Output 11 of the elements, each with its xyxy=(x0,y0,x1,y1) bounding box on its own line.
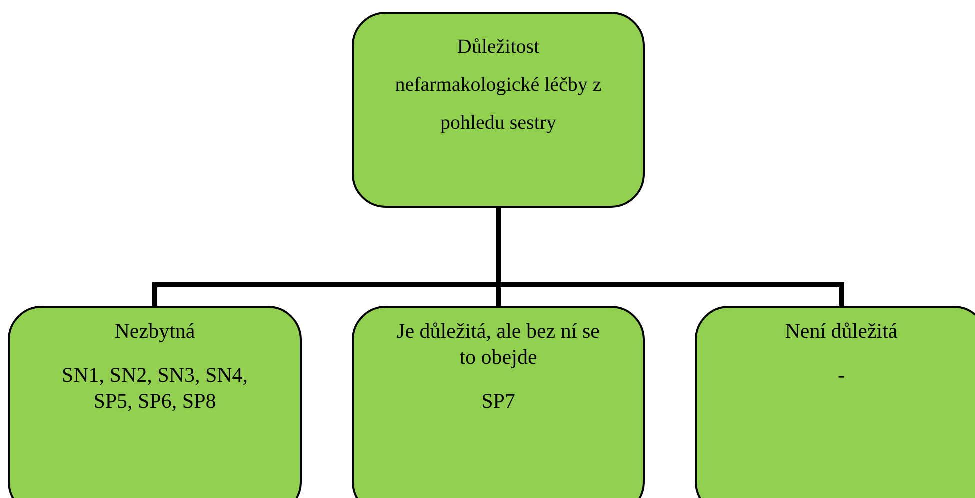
rounded-box xyxy=(695,306,975,498)
rounded-box xyxy=(352,12,645,208)
rounded-box xyxy=(8,306,302,498)
node-text: Není důležitá xyxy=(784,318,899,344)
node-text: SP7 xyxy=(480,388,516,414)
node-text: - xyxy=(837,362,846,388)
node-text: SN1, SN2, SN3, SN4, SP5, SP6, SP8 xyxy=(60,362,250,414)
node-text: Důležitost nefarmakologické léčby z pohledu sestry xyxy=(394,35,603,136)
node-text: Je důležitá, ale bez ní se to obejde xyxy=(396,318,601,370)
rounded-box xyxy=(352,306,645,498)
node-text: Nezbytná xyxy=(114,318,196,344)
